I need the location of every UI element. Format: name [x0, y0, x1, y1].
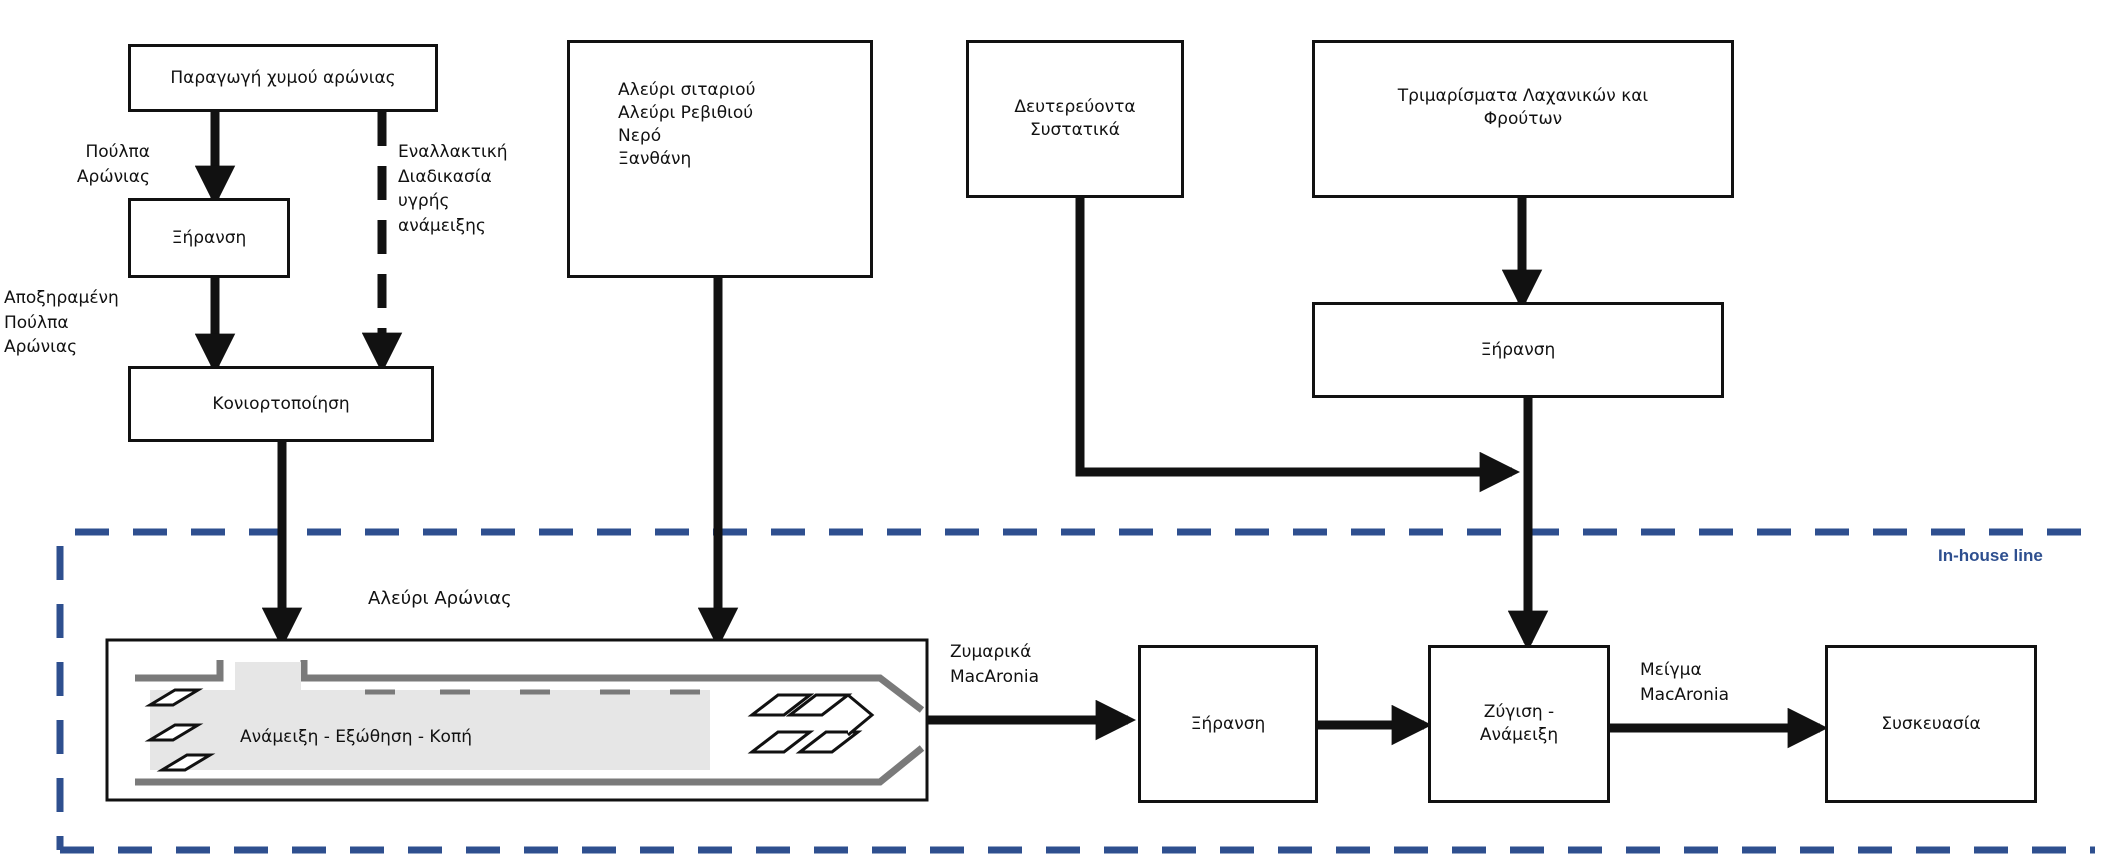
- aronia-juice-production-box: Παραγωγή χυμού αρώνιας: [128, 44, 438, 112]
- aronia-flour-label: Αλεύρι Αρώνιας: [368, 588, 512, 609]
- secondary-ingredients-label: Δευτερεύοντα Συστατικά: [1014, 97, 1136, 140]
- aronia-pulp-label: Πούλπα Αρώνιας: [76, 142, 150, 187]
- packaging-box: Συσκευασία: [1825, 645, 2037, 803]
- trimmings-label: Τριμαρίσματα Λαχανικών και Φρούτων: [1397, 86, 1649, 129]
- drying-pasta-label: Ξήρανση: [1190, 713, 1266, 734]
- macaronia-mixture-label: Μείγμα MacAronia: [1640, 660, 1729, 705]
- vegetable-fruit-trimmings-box: Τριμαρίσματα Λαχανικών και Φρούτων: [1312, 40, 1734, 198]
- arrow-secondary-to-merge: [1075, 198, 1521, 493]
- in-house-line-label: In-house line: [1938, 546, 2043, 565]
- drying-label: Ξήρανση: [171, 227, 247, 248]
- pulverization-label: Κονιορτοποίηση: [212, 393, 350, 414]
- macaronia-pasta-label: Ζυμαρικά MacAronia: [950, 642, 1039, 687]
- drying-box-pasta: Ξήρανση: [1138, 645, 1318, 803]
- ingredients-list: Αλεύρι σιταριού Αλεύρι Ρεβιθιού Νερό Ξαν…: [618, 80, 756, 169]
- extruder-label: Ανάμειξη - Εξώθηση - Κοπή: [240, 727, 472, 747]
- pulverization-box: Κονιορτοποίηση: [128, 366, 434, 442]
- dried-aronia-pulp-label: Αποξηραμένη Πούλπα Αρώνιας: [4, 288, 119, 358]
- ingredients-box: Αλεύρι σιταριού Αλεύρι Ρεβιθιού Νερό Ξαν…: [567, 40, 873, 278]
- weighing-mixing-label: Ζύγιση - Ανάμειξη: [1479, 702, 1559, 745]
- weighing-mixing-box: Ζύγιση - Ανάμειξη: [1428, 645, 1610, 803]
- packaging-label: Συσκευασία: [1881, 713, 1981, 734]
- drying-box-aronia: Ξήρανση: [128, 198, 290, 278]
- production-label: Παραγωγή χυμού αρώνιας: [170, 67, 396, 88]
- drying-box-trimmings: Ξήρανση: [1312, 302, 1724, 398]
- in-house-boundary: [56, 528, 2095, 854]
- alternative-wet-mixing-label: Εναλλακτική Διαδικασία υγρής ανάμειξης: [398, 142, 508, 236]
- extruder-illustration: [105, 638, 929, 802]
- secondary-ingredients-box: Δευτερεύοντα Συστατικά: [966, 40, 1184, 198]
- drying-trimmings-label: Ξήρανση: [1480, 339, 1556, 360]
